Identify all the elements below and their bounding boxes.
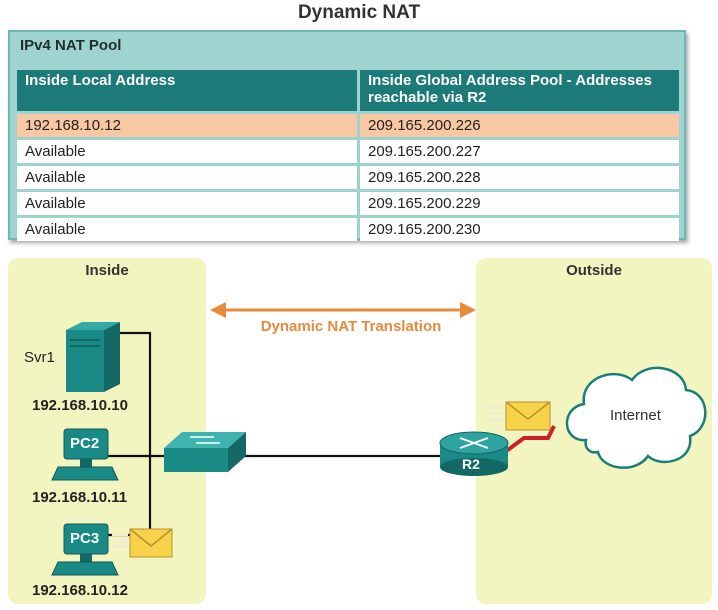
pc-icon xyxy=(51,428,119,481)
internet-label: Internet xyxy=(610,407,661,424)
table-row: Available 209.165.200.229 xyxy=(17,192,679,215)
svr1-link xyxy=(114,331,152,456)
global-address-cell: 209.165.200.230 xyxy=(360,218,679,241)
server-icon xyxy=(66,322,120,392)
outside-zone-label: Outside xyxy=(566,262,622,279)
switch-icon xyxy=(164,432,246,472)
local-address-cell: Available xyxy=(17,140,357,163)
router-internet-link xyxy=(503,425,556,454)
table-row: Available 209.165.200.227 xyxy=(17,140,679,163)
header-inside-global: Inside Global Address Pool - Addresses r… xyxy=(360,70,679,111)
packet-envelope-icon xyxy=(484,401,551,431)
inside-zone-label: Inside xyxy=(85,262,129,279)
global-address-cell: 209.165.200.228 xyxy=(360,166,679,189)
router-icon xyxy=(439,431,509,476)
nat-pool-table: Inside Local Address Inside Global Addre… xyxy=(14,67,682,244)
local-address-cell: Available xyxy=(17,218,357,241)
pc3-ip: 192.168.10.12 xyxy=(32,582,128,599)
internet-cloud-icon xyxy=(565,366,707,469)
global-address-cell: 209.165.200.226 xyxy=(360,114,679,137)
svr1-ip: 192.168.10.10 xyxy=(32,397,128,414)
pc-icon xyxy=(51,523,119,576)
pc2-name: PC2 xyxy=(70,435,100,452)
local-address-cell: 192.168.10.12 xyxy=(17,114,357,137)
local-address-cell: Available xyxy=(17,166,357,189)
pc3-name: PC3 xyxy=(70,530,100,547)
table-header-row: Inside Local Address Inside Global Addre… xyxy=(17,70,679,111)
pc2-ip: 192.168.10.11 xyxy=(32,489,128,506)
nat-pool-panel: IPv4 NAT Pool Inside Local Address Insid… xyxy=(8,30,686,241)
translation-arrow xyxy=(210,302,476,318)
global-address-cell: 209.165.200.227 xyxy=(360,140,679,163)
dynamic-nat-translation-label: Dynamic NAT Translation xyxy=(260,318,442,335)
diagram-title: Dynamic NAT xyxy=(297,2,421,23)
table-row: 192.168.10.12 209.165.200.226 xyxy=(17,114,679,137)
nat-pool-title: IPv4 NAT Pool xyxy=(20,37,122,54)
table-row: Available 209.165.200.228 xyxy=(17,166,679,189)
global-address-cell: 209.165.200.229 xyxy=(360,192,679,215)
packet-envelope-icon xyxy=(110,528,173,558)
router-name: R2 xyxy=(462,456,480,472)
local-address-cell: Available xyxy=(17,192,357,215)
table-row: Available 209.165.200.230 xyxy=(17,218,679,241)
svr1-name: Svr1 xyxy=(24,349,55,366)
header-inside-local: Inside Local Address xyxy=(17,70,357,111)
